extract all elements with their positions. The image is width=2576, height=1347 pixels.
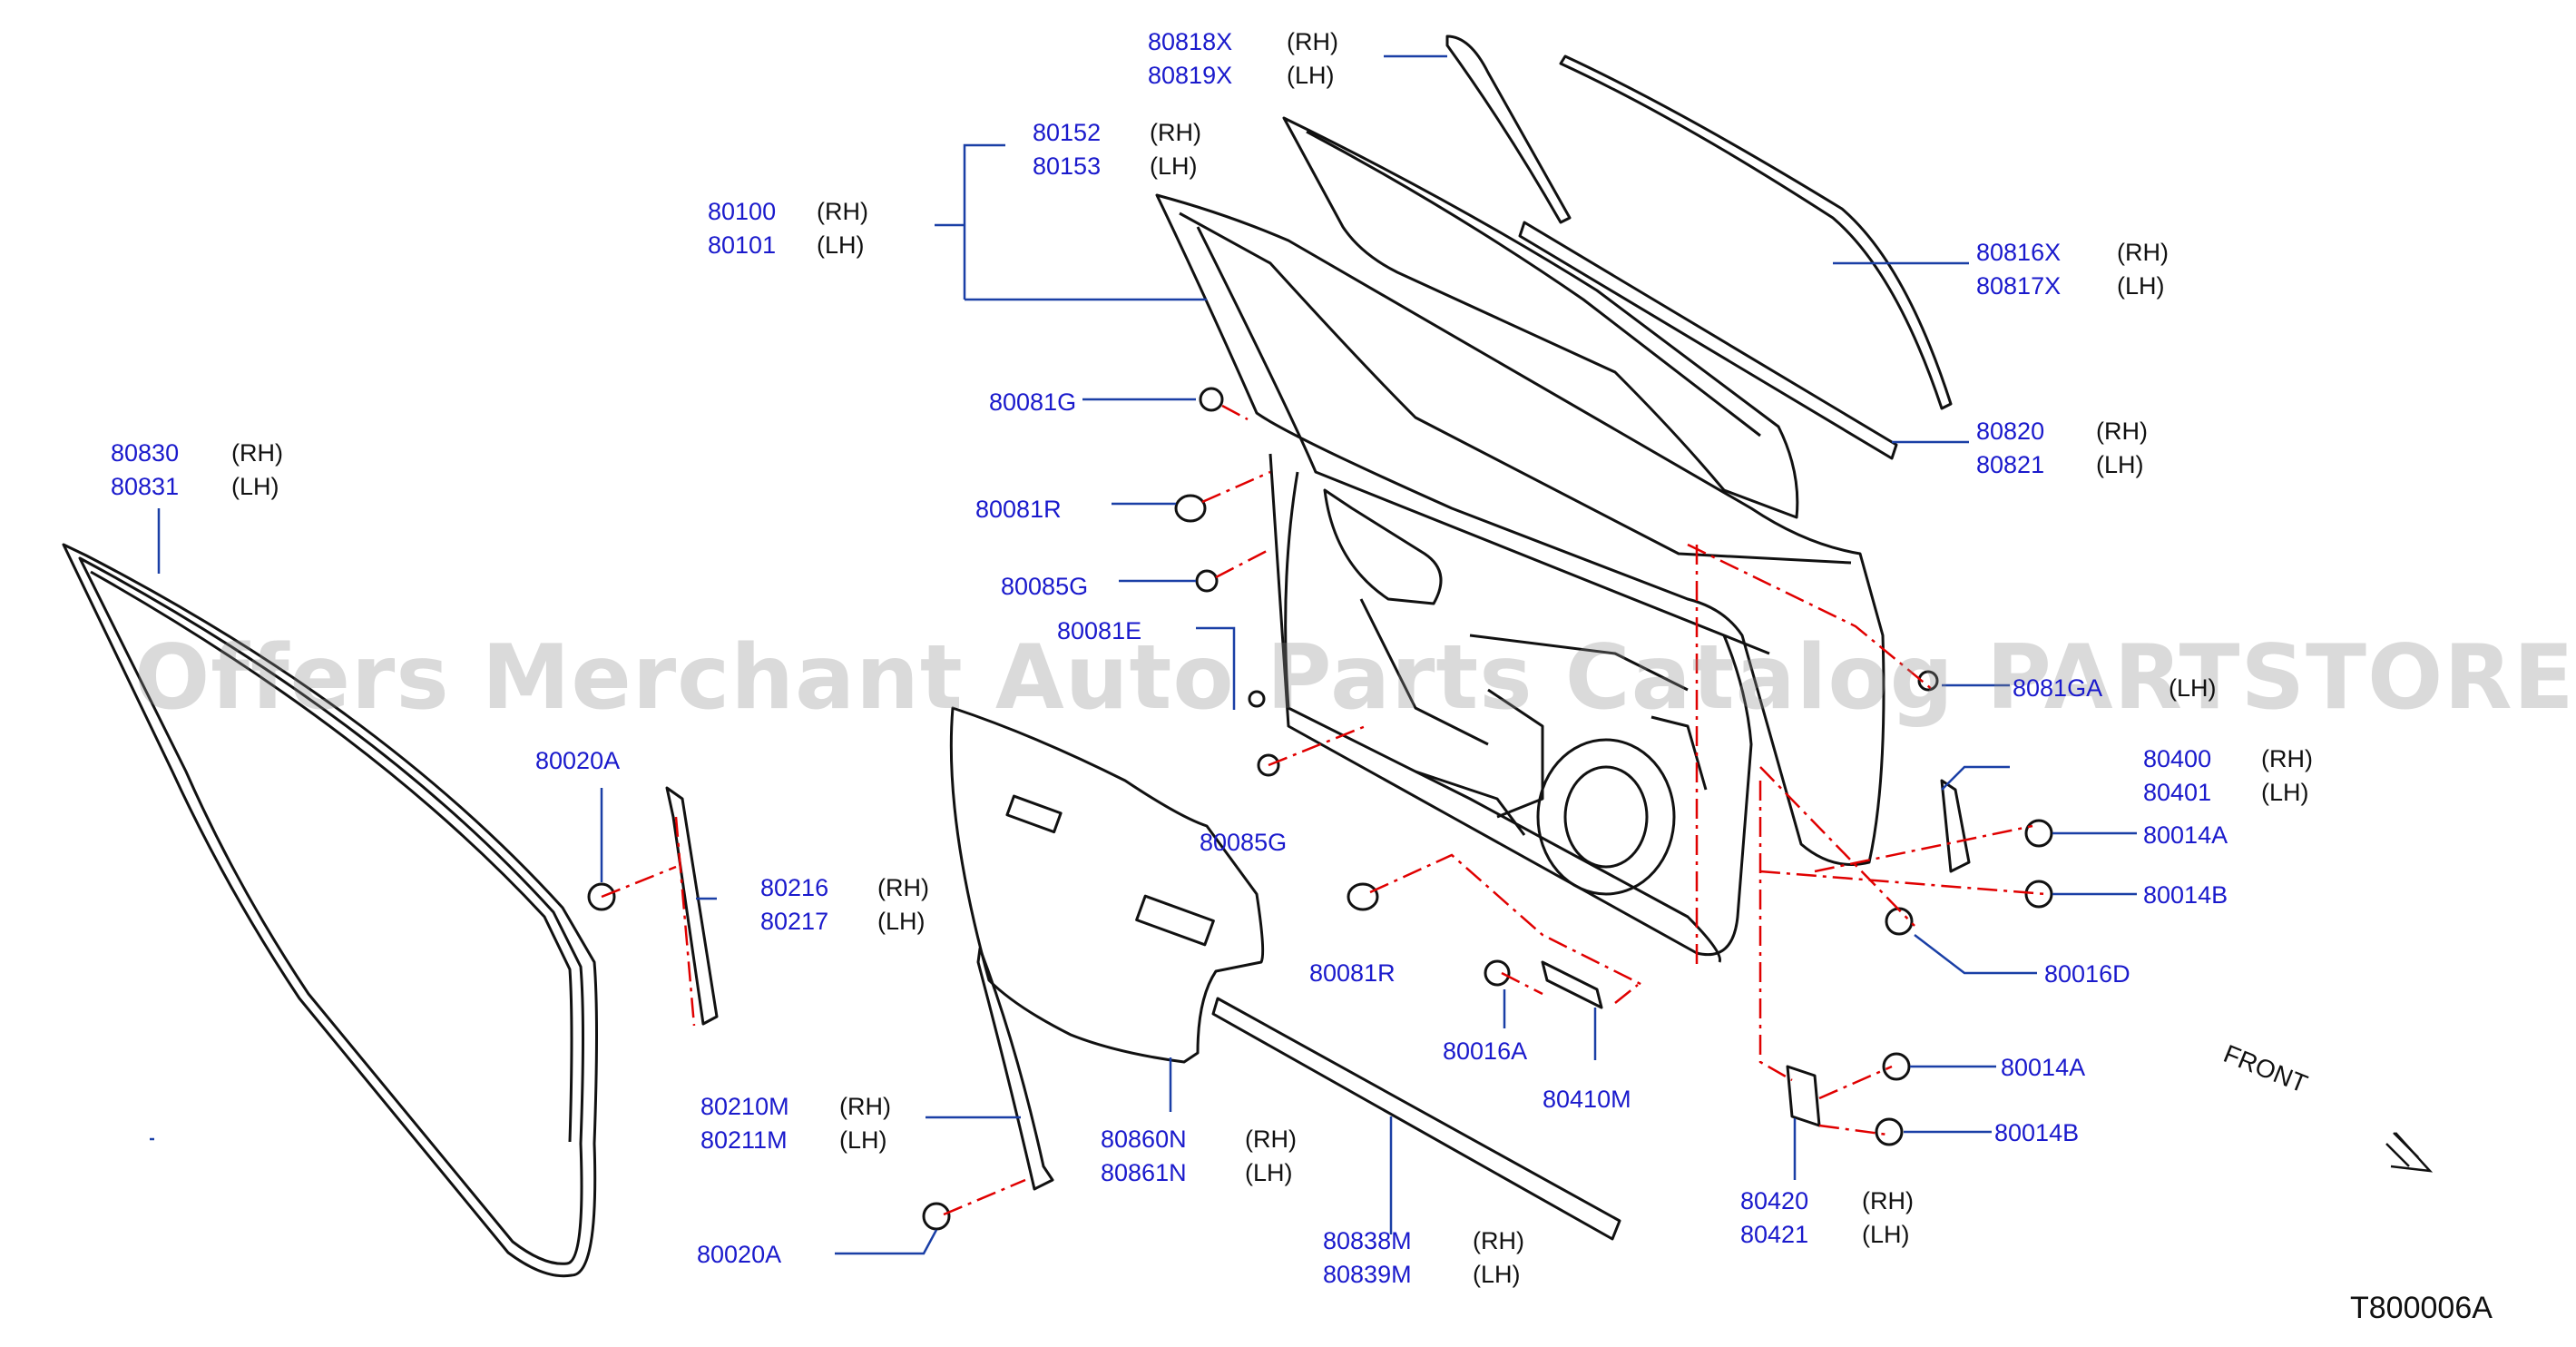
part-number-80081G[interactable]: 80081G bbox=[989, 388, 1077, 416]
part-number-80839M[interactable]: 80839M bbox=[1323, 1261, 1412, 1288]
side-80400: (RH) bbox=[2261, 745, 2313, 772]
window-frame-part bbox=[1282, 116, 1799, 519]
part-number-80014A-bot[interactable]: 80014A bbox=[2001, 1054, 2086, 1081]
side-8081GA: (LH) bbox=[2169, 674, 2217, 702]
side-80816X: (RH) bbox=[2117, 239, 2169, 266]
part-number-80020A-top[interactable]: 80020A bbox=[535, 747, 621, 774]
part-number-80816X[interactable]: 80816X bbox=[1976, 239, 2062, 266]
side-80216: (RH) bbox=[877, 874, 929, 901]
part-number-80861N[interactable]: 80861N bbox=[1101, 1159, 1187, 1186]
inner-weatherstrip-part bbox=[1518, 221, 1898, 460]
side-80819X: (LH) bbox=[1287, 62, 1335, 89]
part-number-80020A-bot[interactable]: 80020A bbox=[697, 1241, 782, 1268]
side-80100: (RH) bbox=[817, 198, 868, 225]
part-number-80211M[interactable]: 80211M bbox=[700, 1126, 788, 1154]
part-number-80838M[interactable]: 80838M bbox=[1323, 1227, 1412, 1254]
part-number-80821[interactable]: 80821 bbox=[1976, 451, 2045, 478]
part-number-80217[interactable]: 80217 bbox=[760, 908, 829, 935]
belt-moulding-part bbox=[1211, 997, 1621, 1241]
side-80817X: (LH) bbox=[2117, 272, 2165, 300]
side-80830: (RH) bbox=[231, 439, 283, 467]
part-number-80014A-top[interactable]: 80014A bbox=[2143, 821, 2228, 849]
part-number-80400[interactable]: 80400 bbox=[2143, 745, 2212, 772]
side-80210M: (RH) bbox=[839, 1093, 891, 1120]
side-80217: (LH) bbox=[877, 908, 926, 935]
part-number-80401[interactable]: 80401 bbox=[2143, 779, 2212, 806]
part-number-80081E[interactable]: 80081E bbox=[1057, 617, 1142, 644]
side-80861N: (LH) bbox=[1245, 1159, 1293, 1186]
part-number-80817X[interactable]: 80817X bbox=[1976, 272, 2062, 300]
door-sash-part bbox=[1445, 34, 1572, 224]
part-number-80014B-top[interactable]: 80014B bbox=[2143, 881, 2228, 909]
part-number-80410M[interactable]: 80410M bbox=[1543, 1086, 1631, 1113]
part-number-80860N[interactable]: 80860N bbox=[1101, 1126, 1187, 1153]
watermark-text: Offers Merchant Auto Parts Catalog PARTS… bbox=[134, 626, 2576, 730]
part-number-80420[interactable]: 80420 bbox=[1740, 1187, 1809, 1214]
part-number-80818X[interactable]: 80818X bbox=[1148, 28, 1233, 55]
part-number-80085G-top[interactable]: 80085G bbox=[1001, 573, 1089, 600]
part-number-80101[interactable]: 80101 bbox=[708, 231, 777, 259]
part-number-80153[interactable]: 80153 bbox=[1033, 152, 1102, 180]
front-arrow-icon bbox=[2385, 1132, 2434, 1173]
part-number-80014B-bot[interactable]: 80014B bbox=[1994, 1119, 2080, 1146]
part-number-80085G-bot[interactable]: 80085G bbox=[1200, 829, 1288, 856]
side-80421: (LH) bbox=[1862, 1221, 1910, 1248]
part-number-80830[interactable]: 80830 bbox=[111, 439, 180, 467]
side-80152: (RH) bbox=[1150, 119, 1201, 146]
part-number-80081R-top[interactable]: 80081R bbox=[975, 496, 1062, 523]
door-shell-part bbox=[1155, 193, 1885, 866]
side-80839M: (LH) bbox=[1473, 1261, 1521, 1288]
outer-moulding-part bbox=[1559, 54, 1953, 410]
part-number-80831[interactable]: 80831 bbox=[111, 473, 180, 500]
side-80401: (LH) bbox=[2261, 779, 2309, 806]
part-number-80216[interactable]: 80216 bbox=[760, 874, 829, 901]
weatherstrip-part bbox=[62, 543, 598, 1278]
part-number-80016A[interactable]: 80016A bbox=[1443, 1037, 1528, 1065]
side-80420: (RH) bbox=[1862, 1187, 1914, 1214]
part-number-80820[interactable]: 80820 bbox=[1976, 418, 2045, 445]
part-number-80819X[interactable]: 80819X bbox=[1148, 62, 1233, 89]
side-80818X: (RH) bbox=[1287, 28, 1338, 55]
part-number-80081R-bot[interactable]: 80081R bbox=[1309, 959, 1396, 987]
sash-channel-part bbox=[665, 786, 719, 1026]
side-80838M: (RH) bbox=[1473, 1227, 1524, 1254]
side-80831: (LH) bbox=[231, 473, 279, 500]
diagram-code: T800006A bbox=[2350, 1291, 2493, 1325]
part-number-80421[interactable]: 80421 bbox=[1740, 1221, 1809, 1248]
part-number-8081GA[interactable]: 8081GA bbox=[2013, 674, 2103, 702]
part-number-80152[interactable]: 80152 bbox=[1033, 119, 1102, 146]
part-number-80210M[interactable]: 80210M bbox=[700, 1093, 789, 1120]
side-80820: (RH) bbox=[2096, 418, 2148, 445]
side-80153: (LH) bbox=[1150, 152, 1198, 180]
side-80860N: (RH) bbox=[1245, 1126, 1297, 1153]
side-80101: (LH) bbox=[817, 231, 865, 259]
front-sash-part bbox=[976, 947, 1054, 1191]
part-number-80016D[interactable]: 80016D bbox=[2044, 960, 2130, 988]
side-80211M: (LH) bbox=[839, 1126, 887, 1154]
part-number-80100[interactable]: 80100 bbox=[708, 198, 777, 225]
side-80821: (LH) bbox=[2096, 451, 2144, 478]
